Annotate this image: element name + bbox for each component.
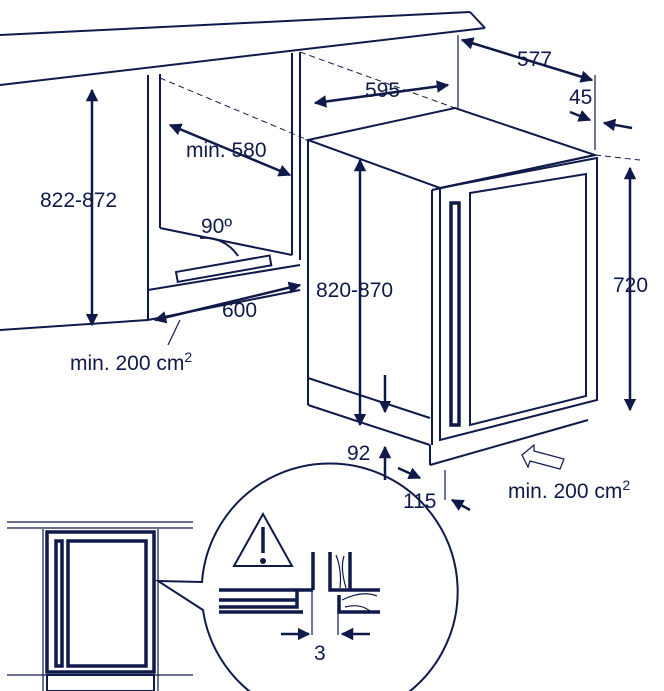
label-cabinet-height: 720 — [613, 274, 648, 297]
label-gap-3: 3 — [314, 642, 326, 665]
label-niche-height: 822-872 — [40, 189, 117, 212]
label-door-angle: 90º — [201, 215, 232, 238]
wine-cooler-appliance — [304, 106, 641, 466]
front-view — [7, 521, 193, 691]
label-depth-577: 577 — [517, 48, 552, 71]
label-gap-45: 45 — [569, 86, 592, 109]
warning-icon — [232, 511, 294, 567]
kitchen-niche — [0, 11, 486, 331]
label-width-595: 595 — [365, 79, 400, 102]
label-appliance-height: 820-870 — [316, 279, 393, 302]
label-min-depth: min. 580 — [186, 139, 267, 162]
label-niche-width: 600 — [222, 299, 257, 322]
dimension-lines — [85, 35, 637, 512]
label-plinth-height: 92 — [347, 442, 370, 465]
label-vent-rear: min. 200 cm2 — [508, 477, 630, 503]
label-vent-front: min. 200 cm2 — [70, 349, 192, 375]
detail-callout: 3 — [154, 462, 459, 691]
